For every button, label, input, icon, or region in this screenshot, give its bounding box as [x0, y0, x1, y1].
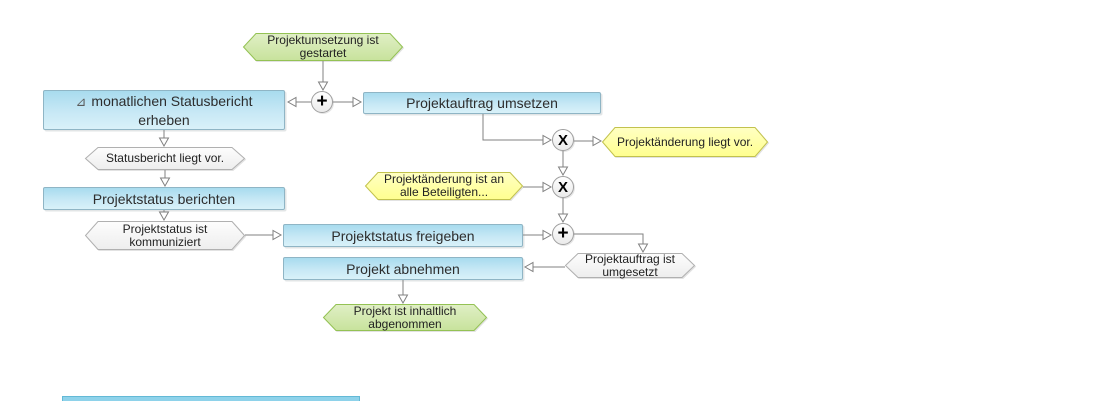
edge-fn-statusbericht-to-ev-statusbericht: [158, 130, 170, 148]
edge-ev-aenderung-info-to-xor-join: [523, 181, 553, 193]
event-fill: [85, 221, 245, 250]
function-projektstatus-berichten[interactable]: Projektstatus berichten: [43, 187, 285, 210]
edge-xor-join-to-and-join: [557, 198, 569, 224]
event-label: Projektstatus ist kommuniziert: [122, 221, 208, 249]
edge-fn-freigeben-to-and-join: [523, 229, 553, 241]
triangle-icon: ⊿: [75, 93, 87, 109]
function-projekt-abnehmen[interactable]: Projekt abnehmen: [283, 257, 523, 280]
event-fill: [365, 172, 523, 200]
edge-xor-split-to-ev-aenderung-liegt: [574, 135, 603, 147]
event-statusbericht-liegt-vor[interactable]: Statusbericht liegt vor.: [84, 147, 246, 170]
event-label: Projektänderung liegt vor.: [616, 134, 754, 149]
edge-ev-kommuniziert-to-fn-freigeben: [245, 229, 283, 241]
edge-start-event-to-and-split: [317, 61, 329, 92]
function-label: Projektstatus berichten: [92, 190, 236, 207]
function-text: monatlichen Statusbericht erheben: [91, 92, 253, 128]
event-projektauftrag-ist-umgesetzt[interactable]: Projektauftrag ist umgesetzt: [564, 251, 696, 279]
and-connector-join[interactable]: +: [552, 223, 574, 245]
event-fill: [85, 147, 245, 170]
event-outline: [322, 304, 488, 331]
event-label: Projektauftrag ist umgesetzt: [584, 251, 676, 279]
and-glyph: +: [557, 222, 569, 244]
function-label: Projektstatus freigeben: [331, 227, 475, 244]
function-monatlichen-statusbericht-erheben[interactable]: ⊿monatlichen Statusbericht erheben: [43, 90, 285, 130]
event-outline: [242, 33, 404, 61]
event-projektaenderung-ist-an-alle-beteiligten[interactable]: Projektänderung ist an alle Beteiligten.…: [364, 172, 524, 200]
event-fill: [565, 253, 695, 278]
edge-fn-abnehmen-to-ev-abgenommen: [397, 280, 409, 305]
event-fill: [323, 304, 487, 331]
event-label: Projektumsetzung ist gestartet: [267, 33, 379, 60]
event-outline: [84, 147, 246, 170]
edge-ev-umgesetzt-to-fn-abnehmen: [523, 261, 565, 273]
event-label: Statusbericht liegt vor.: [105, 151, 225, 165]
xor-connector-join[interactable]: X: [552, 176, 574, 198]
function-projektauftrag-umsetzen[interactable]: Projektauftrag umsetzen: [363, 92, 601, 114]
event-projektstatus-ist-kommuniziert[interactable]: Projektstatus ist kommuniziert: [84, 221, 246, 250]
xor-connector-split[interactable]: X: [552, 129, 574, 151]
and-glyph: +: [316, 90, 328, 112]
event-projekt-ist-inhaltlich-abgenommen[interactable]: Projekt ist inhaltlich abgenommen: [322, 303, 488, 331]
function-label: Projekt abnehmen: [346, 260, 460, 277]
edge-and-split-to-fn-statusbericht: [286, 96, 311, 108]
event-fill: [602, 127, 768, 157]
event-label: Projektänderung ist an alle Beteiligten.…: [383, 172, 505, 199]
partial-shape-bottom-edge[interactable]: [62, 396, 360, 401]
event-label: Projekt ist inhaltlich abgenommen: [353, 303, 457, 331]
function-projektstatus-freigeben[interactable]: Projektstatus freigeben: [283, 224, 523, 247]
edge-and-split-to-fn-umsetzen: [333, 96, 363, 108]
event-outline: [564, 253, 696, 278]
xor-glyph: X: [557, 131, 568, 149]
event-fill: [243, 33, 403, 61]
edge-fn-umsetzen-to-xor-split: [482, 114, 553, 146]
and-connector-split[interactable]: +: [311, 91, 333, 113]
event-outline: [84, 221, 246, 250]
event-outline: [601, 127, 769, 157]
event-outline: [364, 172, 524, 200]
event-projektumsetzung-ist-gestartet[interactable]: Projektumsetzung ist gestartet: [242, 33, 404, 61]
edge-xor-split-to-xor-join: [557, 151, 569, 177]
edge-ev-statusbericht-to-fn-berichten: [159, 170, 171, 188]
edge-fn-berichten-to-ev-kommuniziert: [158, 210, 170, 222]
edge-and-join-to-ev-umgesetzt: [574, 233, 649, 254]
function-label: ⊿monatlichen Statusbericht erheben: [44, 92, 284, 129]
function-label: Projektauftrag umsetzen: [406, 95, 558, 111]
event-projektaenderung-liegt-vor[interactable]: Projektänderung liegt vor.: [601, 127, 769, 157]
xor-glyph: X: [557, 178, 568, 196]
